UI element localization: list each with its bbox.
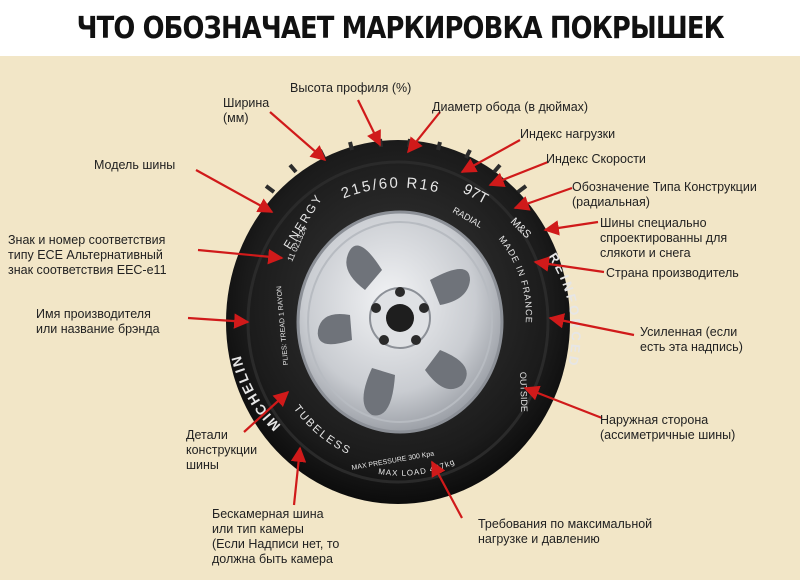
- label-ece-line1: Знак и номер соответствия: [8, 233, 166, 247]
- label-outside-line2: (ассиметричные шины): [600, 428, 736, 442]
- label-speed-index: Индекс Скорости: [546, 152, 646, 166]
- label-tubeless: Бескамерная шина или тип камеры (Если На…: [212, 507, 339, 567]
- label-profile-height: Высота профиля (%): [290, 81, 412, 95]
- label-construction-type: Обозначение Типа Конструкции (радиальная…: [572, 180, 757, 210]
- label-tubeless-line1: Бескамерная шина: [212, 507, 324, 521]
- label-load-index: Индекс нагрузки: [520, 127, 616, 141]
- arrow-speed-index: [488, 160, 549, 188]
- label-reinforced: Усиленная (если есть эта надпись): [640, 325, 743, 355]
- label-construction-type-line2: (радиальная): [572, 195, 650, 209]
- label-max-load-line1: Требования по максимальной: [478, 517, 653, 531]
- arrow-max-load: [431, 460, 463, 519]
- label-construction-type-line1: Обозначение Типа Конструкции: [572, 180, 757, 194]
- rim-spoke-openings: [317, 245, 470, 416]
- arrow-model: [195, 169, 274, 213]
- title-banner: ЧТО ОБОЗНАЧАЕТ МАРКИРОВКА ПОКРЫШЕК: [0, 0, 800, 56]
- label-width: Ширина (мм): [223, 96, 269, 126]
- label-ece-line2: типу ECE Альтернативный: [8, 248, 163, 262]
- label-manufacturer-line1: Имя производителя: [36, 307, 151, 321]
- label-tubeless-line2: или тип камеры: [212, 522, 304, 536]
- label-manufacturer-line2: или название брэнда: [36, 322, 160, 336]
- tire-outside-text: OUTSIDE: [518, 372, 529, 412]
- arrow-tubeless: [290, 446, 307, 506]
- label-max-load-line2: нагрузке и давлению: [478, 532, 600, 546]
- label-details-line3: шины: [186, 458, 219, 472]
- lug-nuts: [371, 287, 429, 345]
- label-winter-line1: Шины специально: [600, 216, 707, 230]
- rim-lip: [307, 221, 493, 423]
- label-rim-diameter: Диаметр обода (в дюймах): [432, 100, 589, 114]
- arrow-country: [533, 256, 605, 274]
- label-ece-line3: знак соответствия EEC-e11: [8, 263, 167, 277]
- label-details-line2: конструкции: [186, 443, 258, 457]
- arrow-winter: [543, 220, 599, 236]
- label-max-load: Требования по максимальной нагрузке и да…: [478, 517, 652, 547]
- arrow-ece: [197, 248, 284, 265]
- label-width-line1: Ширина: [223, 96, 270, 110]
- arrow-reinforced: [548, 313, 635, 337]
- label-winter: Шины специально спроектированны для сляк…: [600, 216, 727, 261]
- arrow-rim-diameter: [407, 111, 441, 154]
- arrow-details: [243, 390, 290, 433]
- label-outside-line1: Наружная сторона: [600, 413, 709, 427]
- label-manufacturer: Имя производителя или название брэнда: [36, 307, 160, 337]
- label-details-line1: Детали: [186, 428, 228, 442]
- label-outside: Наружная сторона (ассиметричные шины): [600, 413, 735, 443]
- label-tubeless-line4: должна быть камера: [212, 552, 333, 566]
- arrow-height: [357, 99, 381, 147]
- label-details: Детали конструкции шины: [186, 428, 257, 473]
- arrow-width: [269, 111, 327, 162]
- page-title: ЧТО ОБОЗНАЧАЕТ МАРКИРОВКА ПОКРЫШЕК: [76, 10, 724, 46]
- label-winter-line2: спроектированны для: [600, 231, 728, 245]
- label-tubeless-line3: (Если Надписи нет, то: [212, 537, 340, 551]
- label-reinforced-line2: есть эта надпись): [640, 340, 743, 354]
- arrow-load-index: [460, 139, 521, 173]
- label-country: Страна производитель: [606, 266, 739, 280]
- pointer-arrows: [187, 99, 635, 519]
- label-reinforced-line1: Усиленная (если: [640, 325, 738, 339]
- arrow-manufacturer: [187, 313, 250, 329]
- arrow-outside: [523, 385, 603, 420]
- label-width-line2: (мм): [223, 111, 249, 125]
- label-ece: Знак и номер соответствия типу ECE Альте…: [8, 233, 167, 278]
- rim-center-cap: [386, 304, 414, 332]
- label-winter-line3: слякоти и снега: [600, 246, 691, 260]
- label-model: Модель шины: [94, 158, 176, 172]
- arrow-construction-type: [513, 186, 573, 211]
